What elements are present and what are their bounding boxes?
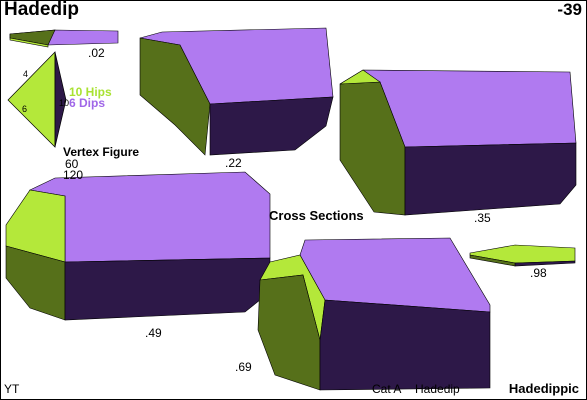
- section-value-49: .49: [145, 326, 162, 340]
- section-value-69: .69: [235, 360, 252, 374]
- vertex-figure-shape: [7, 51, 67, 148]
- section-value-02: .02: [88, 46, 105, 60]
- cross-section-49-shape: [5, 171, 271, 321]
- legend-dips: 6 Dips: [69, 96, 106, 110]
- cross-section-35-shape: [339, 69, 577, 216]
- cross-section-98-shape: [469, 244, 576, 267]
- section-value-98: .98: [530, 266, 547, 280]
- full-name-label: Hadedippic: [508, 381, 579, 396]
- cross-sections-label: Cross Sections: [269, 208, 364, 223]
- author-initials: YT: [4, 382, 20, 396]
- vertex-edge-label-10: 10: [59, 98, 70, 108]
- cross-section-69-shape: [257, 237, 491, 391]
- vertex-figure-label: Vertex Figure: [63, 145, 140, 159]
- cross-section-02-shape: [9, 29, 119, 48]
- vertex-angle-60: 60: [65, 157, 79, 171]
- cross-section-22-shape: [139, 27, 334, 156]
- vertex-edge-label-4: 4: [23, 69, 29, 79]
- section-value-35: .35: [474, 211, 491, 225]
- shape-number: -39: [557, 0, 582, 19]
- legend-hips: 10 Hips: [69, 85, 112, 99]
- vertex-edge-label-6: 6: [22, 104, 28, 114]
- category-label: Cat A: [372, 382, 402, 396]
- title: Hadedip: [4, 0, 79, 20]
- short-name-label: Hadedip: [415, 382, 460, 396]
- vertex-angle-120: 120: [63, 168, 84, 182]
- section-value-22: .22: [225, 156, 242, 170]
